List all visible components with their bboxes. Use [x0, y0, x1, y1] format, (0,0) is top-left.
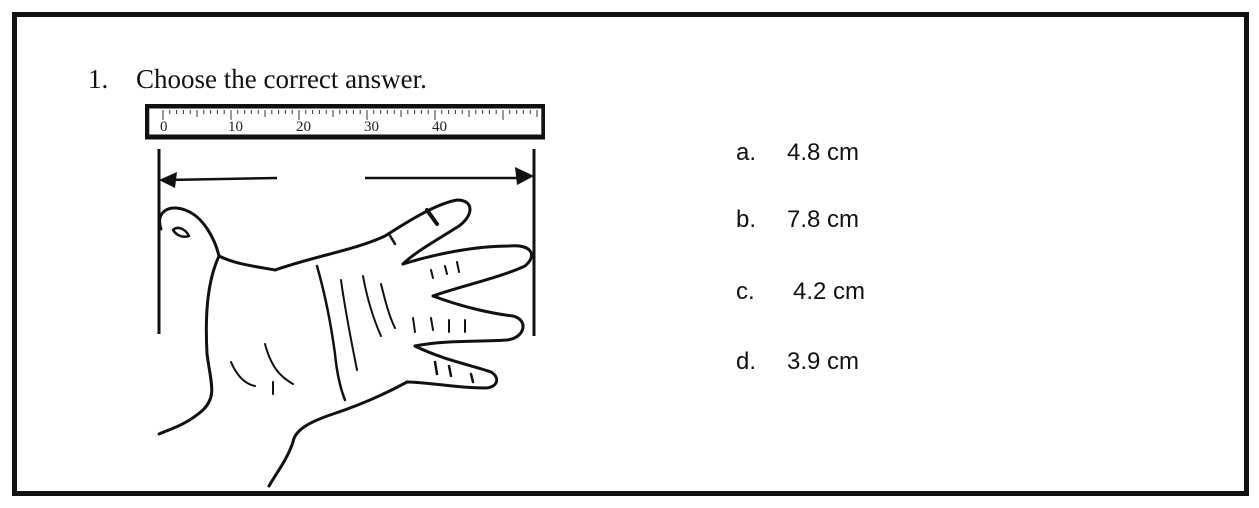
option-letter: d.: [736, 348, 757, 375]
ruler-label: 20: [296, 119, 311, 135]
hand-measurement-figure: 0 10 20 30 40: [145, 104, 545, 488]
option-letter: a.: [736, 139, 757, 166]
option-d[interactable]: d. 3.9 cm: [736, 348, 859, 376]
question-heading: 1. Choose the correct answer.: [88, 64, 427, 95]
option-a[interactable]: a. 4.8 cm: [736, 139, 859, 167]
option-value: 4.8 cm: [787, 139, 860, 166]
hand-drawing: [157, 198, 534, 488]
ruler: 0 10 20 30 40: [145, 104, 545, 140]
ruler-label: 40: [432, 119, 447, 135]
ruler-label: 30: [364, 119, 379, 135]
ruler-label: 0: [160, 119, 168, 135]
option-c[interactable]: c. 4.2 cm: [736, 278, 865, 306]
option-value: 4.2 cm: [793, 278, 866, 305]
option-value: 7.8 cm: [787, 206, 860, 233]
ruler-label: 10: [228, 119, 243, 135]
option-value: 3.9 cm: [787, 348, 860, 375]
option-b[interactable]: b. 7.8 cm: [736, 206, 859, 234]
question-prompt: Choose the correct answer.: [136, 64, 427, 94]
measurement-arrow: [157, 149, 536, 336]
option-letter: b.: [736, 206, 757, 233]
question-number: 1.: [88, 64, 109, 94]
option-letter: c.: [736, 278, 755, 305]
